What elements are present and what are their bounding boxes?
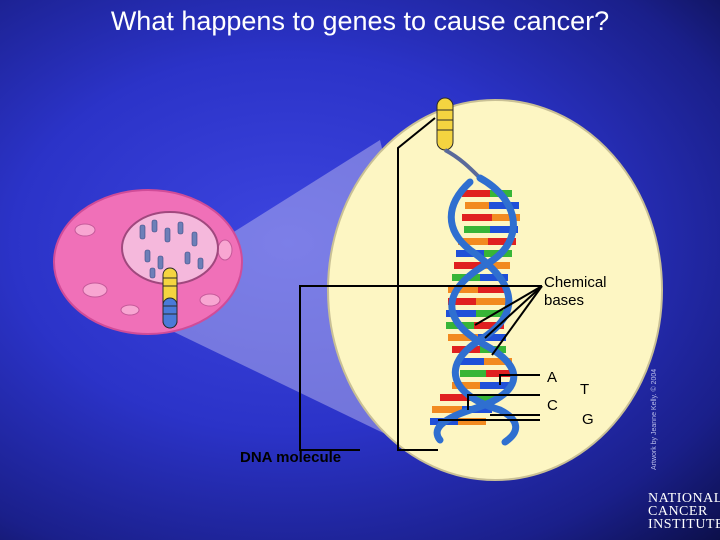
highlighted-chromosome [162,267,178,329]
dna-molecule-label: DNA molecule [240,449,341,466]
logo-line-national: NATIONAL [648,491,720,506]
cell-organelles [74,223,233,316]
dna-backbone [433,174,520,446]
base-c-label: C [547,397,558,414]
logo-line-institute: INSTITUTE [648,517,720,532]
chemical-bases-label-2: bases [544,292,584,309]
chromosome-end [436,97,482,180]
base-pointer-lines [438,374,540,421]
chemical-bases-label-1: Chemical [544,274,607,291]
bracket-lines [299,117,542,451]
logo-line-cancer: CANCER [648,504,708,519]
chromosomes [139,219,204,279]
base-a-label: A [547,369,557,386]
nci-logo: NATIONAL CANCER INSTITUTE [648,491,720,532]
chemical-bases-pointers [474,285,543,356]
artwork-credit: Artwork by Jeanne Kelly. © 2004 [651,368,658,470]
base-t-label: T [580,381,589,398]
base-g-label: G [582,411,594,428]
slide-title: What happens to genes to cause cancer? [110,6,610,36]
